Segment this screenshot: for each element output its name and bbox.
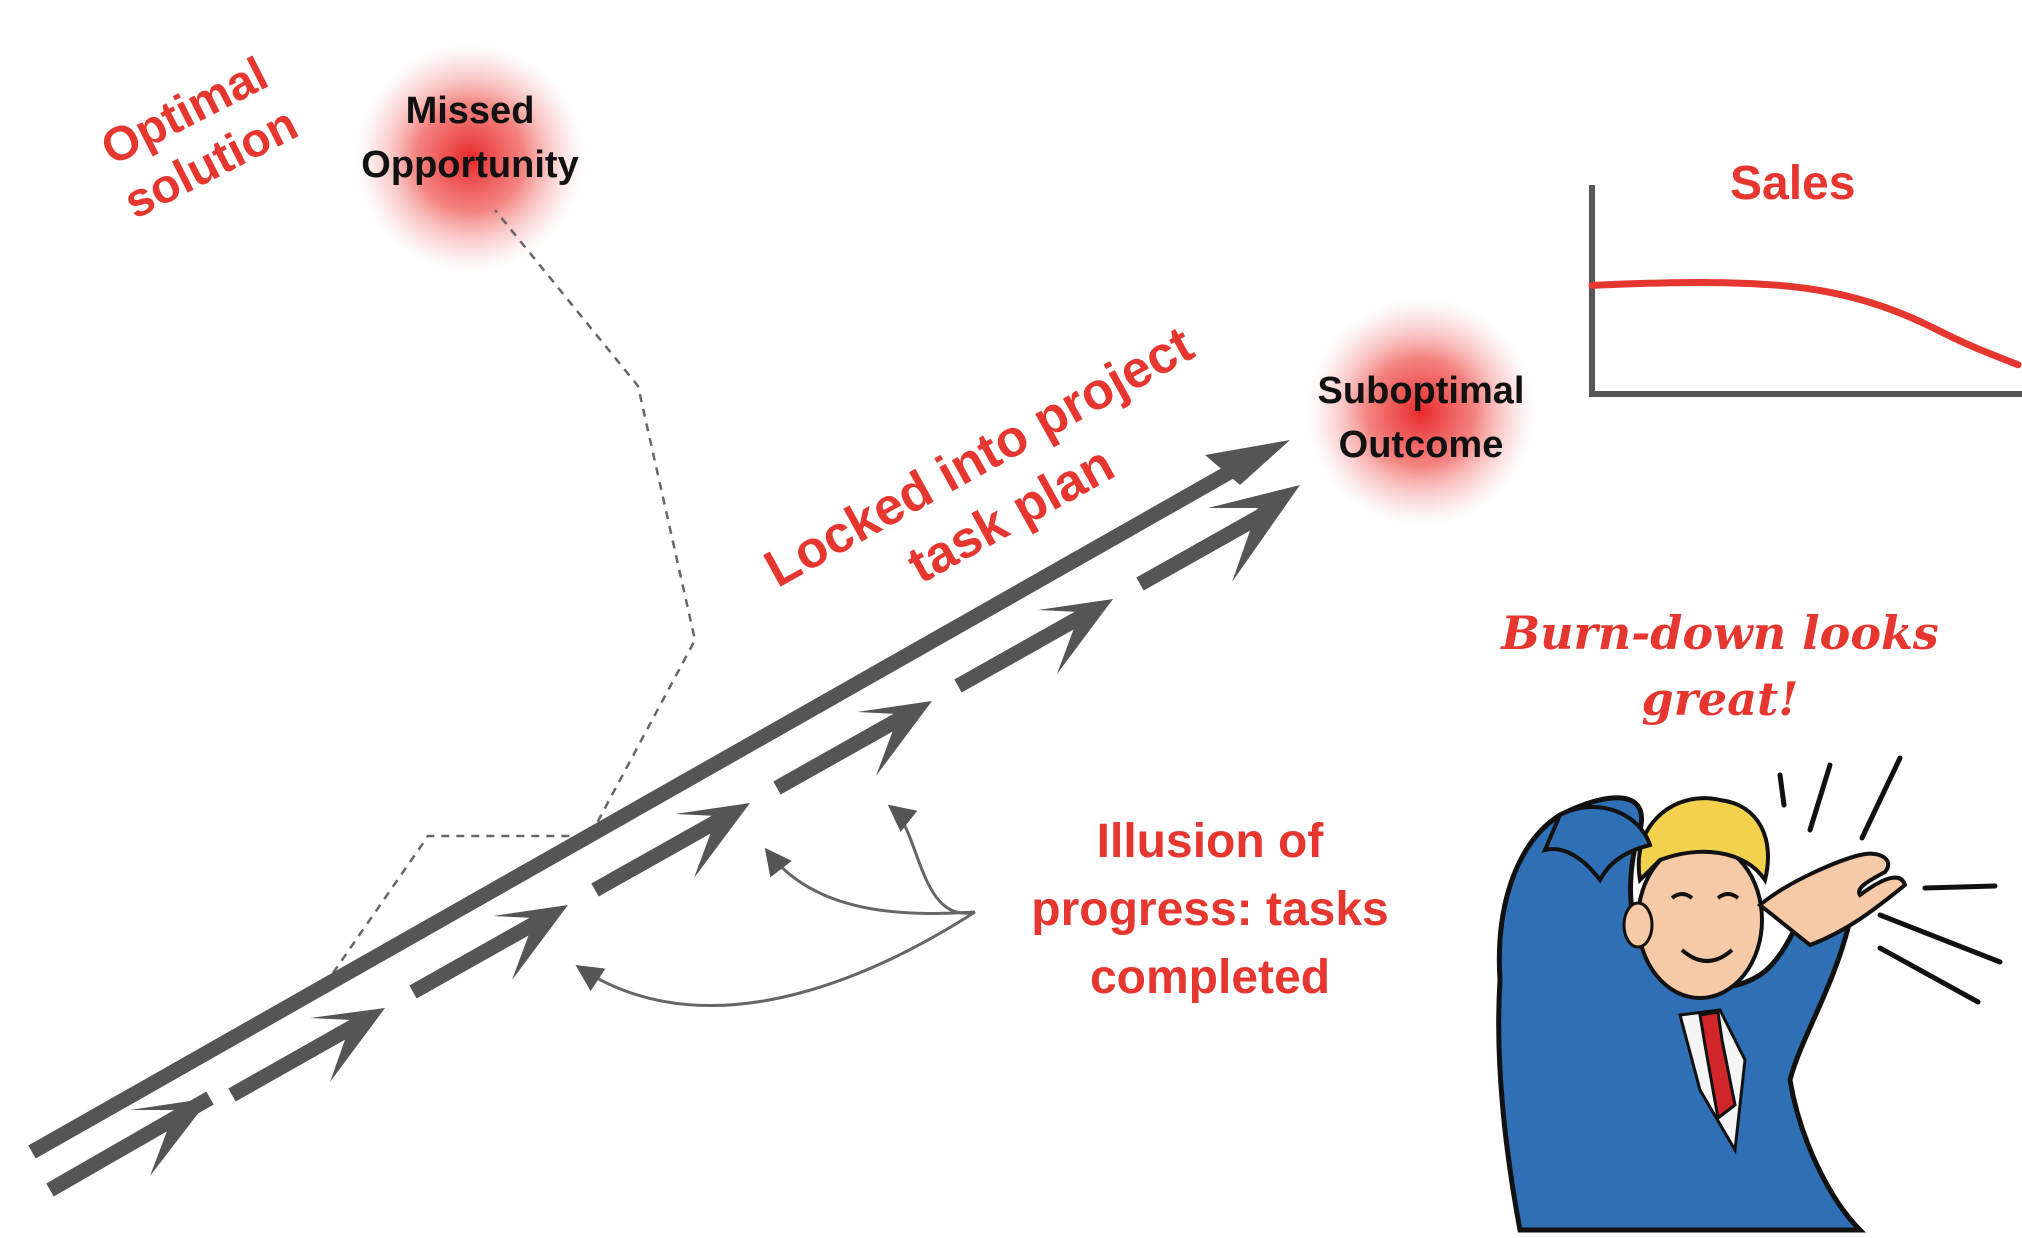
task-arrowhead [1038,599,1113,674]
burn-down-line-2: great! [1641,672,1799,726]
excitement-line [1922,883,1998,891]
smile [1680,948,1734,963]
task-arrowhead [1208,485,1300,582]
task-segment [409,909,552,999]
task-segment [228,1010,374,1102]
task-segment [954,603,1097,693]
excitement-line [1877,912,2003,965]
pointer-arrow [887,804,976,915]
suboptimal-outcome-label: Suboptimal Outcome [1296,364,1546,472]
hair [1636,796,1770,885]
raised-hand [1756,851,1908,948]
illusion-line-3: completed [1089,951,1331,1004]
missed-opportunity-line-2: Opportunity [361,144,579,186]
task-arrowhead [130,1098,210,1176]
optimal-path-dashed-line [331,209,697,974]
illusion-line-2: progress: tasks [1031,883,1389,936]
illusion-of-progress-label: Illusion of progress: tasks completed [1000,808,1420,1012]
task-arrowhead [493,905,568,980]
progress-pointer-arrows [575,804,976,1007]
excitement-lines [1777,755,2003,1005]
ear [1622,901,1654,949]
excitement-line [1807,762,1833,833]
pointer-arrow [764,847,976,915]
task-arrow-track [46,501,1279,1197]
missed-opportunity-line-1: Missed [405,90,535,132]
task-arrowhead [857,701,932,776]
task-arrowhead [675,803,750,878]
track-line-solid [28,449,1262,1159]
track-arrowhead-upper [1205,440,1290,485]
burn-down-line-1: Burn-down looks [1501,606,1939,660]
tie [1698,1010,1737,1121]
task-segment [773,705,916,795]
sales-line [1588,278,2022,369]
task-arrowheads [130,485,1300,1176]
cheering-businessman-illustration [1496,755,2003,1233]
suboptimal-outcome-line-2: Outcome [1338,424,1504,466]
missed-opportunity-glow [350,38,590,278]
pointer-arrow [575,910,976,1007]
suboptimal-outcome-line-1: Suboptimal [1317,370,1525,412]
excitement-line [1859,755,1903,841]
task-arrowhead [310,1008,385,1082]
eye-right [1716,892,1740,900]
excitement-line [1877,945,1981,1005]
burn-down-label: Burn-down looks great! [1490,600,1950,732]
suboptimal-outcome-glow [1301,292,1541,532]
eye-left [1670,892,1694,900]
illusion-line-1: Illusion of [1096,815,1324,868]
task-segment [591,807,734,897]
arm-behind-head [1541,805,1653,884]
missed-opportunity-label: Missed Opportunity [350,84,590,192]
sales-chart-title: Sales [1730,157,1856,210]
excitement-line [1777,772,1787,808]
sales-chart [1588,185,2022,397]
task-segment [1136,501,1279,591]
